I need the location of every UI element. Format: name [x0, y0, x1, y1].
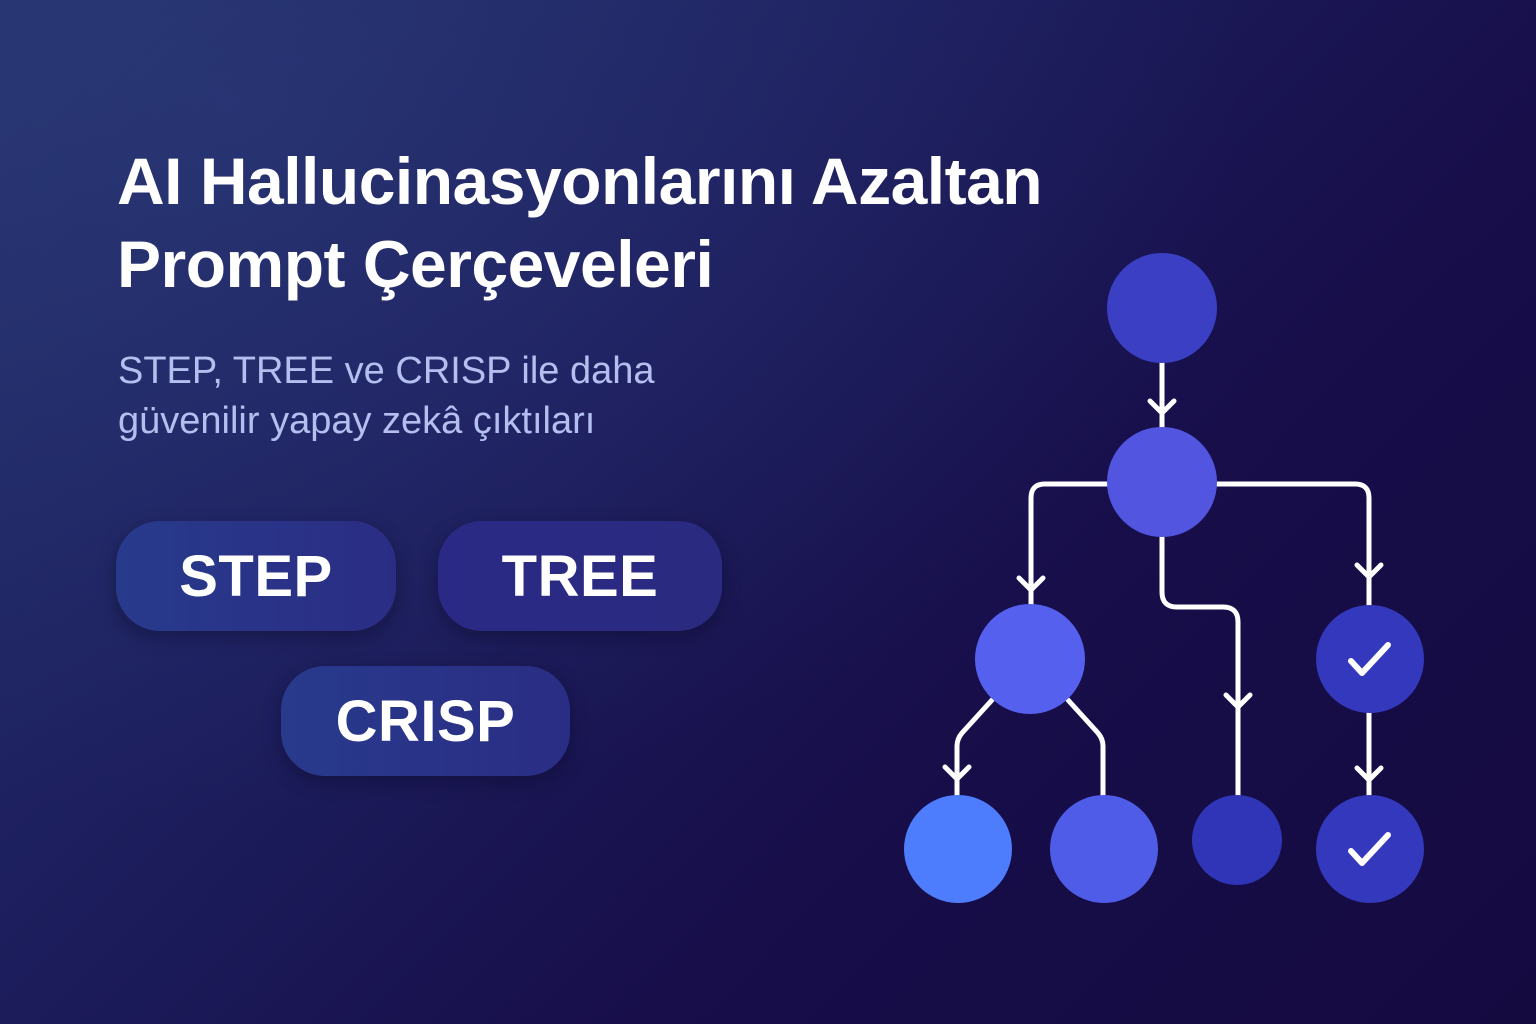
- node-root: [1107, 253, 1217, 363]
- arrow-head-icon: [1147, 398, 1177, 416]
- node-branch: [1107, 427, 1217, 537]
- title-line-2: Prompt Çerçeveleri: [117, 227, 714, 301]
- connector-lines: [942, 359, 1384, 799]
- subtitle: STEP, TREE ve CRISP ile daha güvenilir y…: [118, 346, 655, 446]
- framework-pill-crisp: CRISP: [281, 666, 570, 776]
- framework-pill-tree: TREE: [438, 521, 722, 631]
- subtitle-line-1: STEP, TREE ve CRISP ile daha: [118, 350, 655, 392]
- node-leaf-4: [1316, 795, 1424, 903]
- edge-branch-leaf3: [1159, 533, 1241, 799]
- edge-branch-right: [1213, 481, 1372, 608]
- title-line-1: AI Hallucinasyonlarını Azaltan: [117, 144, 1043, 218]
- edge-left-leaf1: [954, 697, 995, 799]
- node-right-mid: [1316, 605, 1424, 713]
- node-leaf-1: [904, 795, 1012, 903]
- edge-branch-left: [1028, 481, 1111, 608]
- arrow-head-icon: [942, 764, 972, 782]
- check-icon: [1348, 832, 1391, 866]
- arrow-head-icon: [1016, 575, 1046, 593]
- node-left-mid: [975, 604, 1085, 714]
- node-leaf-3: [1192, 795, 1282, 885]
- framework-pill-step: STEP: [116, 521, 396, 631]
- edge-left-leaf2: [1065, 697, 1106, 799]
- arrow-head-icon: [1354, 562, 1384, 580]
- check-icon: [1348, 642, 1391, 676]
- arrow-head-icon: [1354, 765, 1384, 783]
- arrow-head-icon: [1223, 692, 1253, 710]
- page-title: AI Hallucinasyonlarını Azaltan Prompt Çe…: [117, 140, 1043, 306]
- node-leaf-2: [1050, 795, 1158, 903]
- subtitle-line-2: güvenilir yapay zekâ çıktıları: [118, 400, 596, 442]
